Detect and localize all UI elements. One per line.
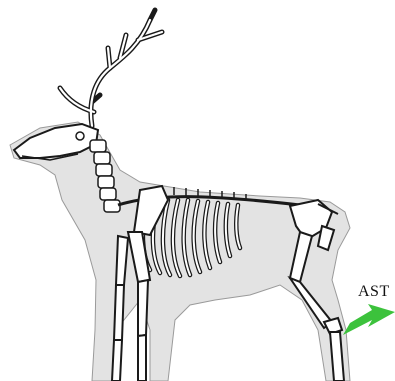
cannon-front — [138, 335, 146, 381]
cannon-far — [112, 340, 122, 381]
ast-arrow — [343, 304, 395, 335]
antler-brow-tine — [60, 88, 94, 112]
radius-front — [138, 280, 148, 336]
antler-tine-top — [150, 10, 155, 20]
eye-socket — [76, 132, 84, 140]
ast-label: AST — [358, 283, 390, 301]
radius-far — [114, 285, 124, 340]
